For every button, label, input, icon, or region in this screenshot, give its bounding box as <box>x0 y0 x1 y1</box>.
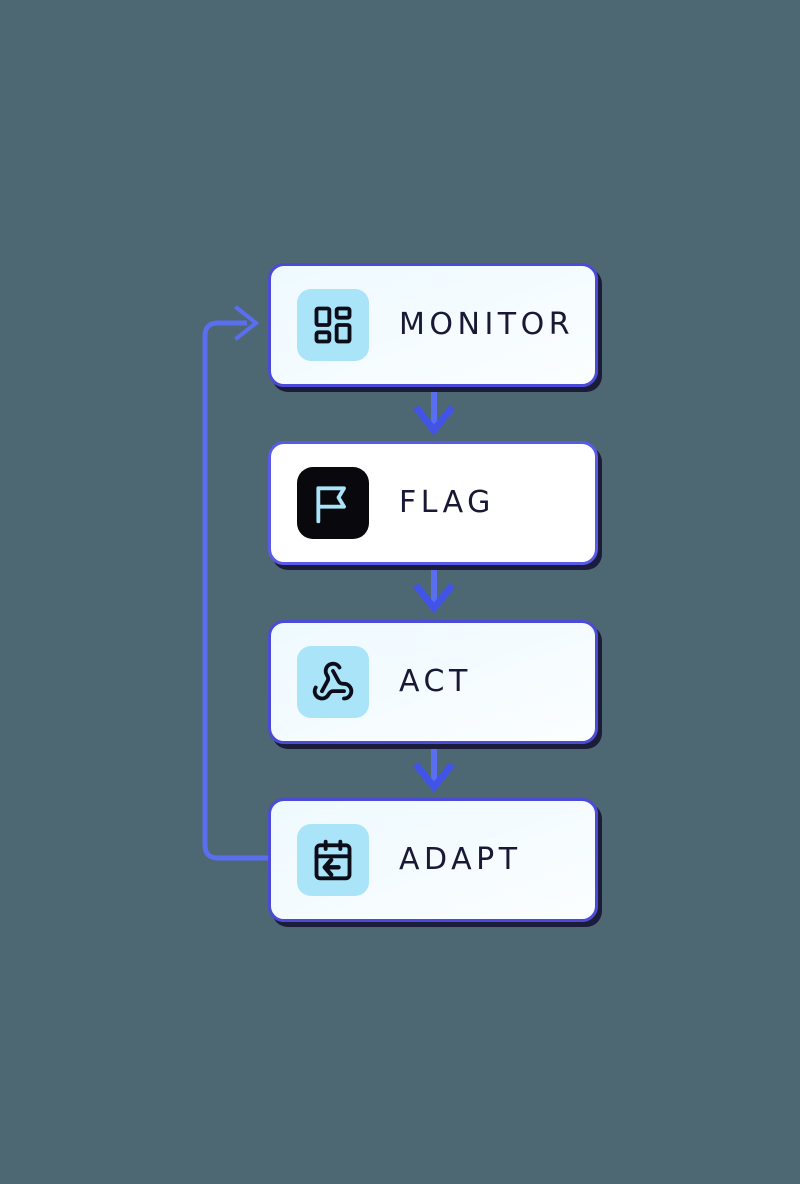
step-node-adapt[interactable]: ADAPT <box>268 798 598 922</box>
webhook-icon <box>297 646 369 718</box>
connector-adapt-to-monitor-loop <box>202 305 268 861</box>
connector-monitor-to-flag <box>413 387 455 436</box>
step-label-act: ACT <box>399 664 472 699</box>
step-label-adapt: ADAPT <box>399 842 522 877</box>
calendar-arrow-left-icon <box>297 824 369 896</box>
step-node-flag[interactable]: FLAG <box>268 441 598 565</box>
step-label-flag: FLAG <box>399 485 495 520</box>
connector-act-to-adapt <box>413 744 455 793</box>
step-node-act[interactable]: ACT <box>268 620 598 744</box>
connector-flag-to-act <box>413 565 455 614</box>
step-node-monitor[interactable]: MONITOR <box>268 263 598 387</box>
flag-icon <box>297 467 369 539</box>
step-label-monitor: MONITOR <box>399 307 575 342</box>
grid-dashboard-icon <box>297 289 369 361</box>
